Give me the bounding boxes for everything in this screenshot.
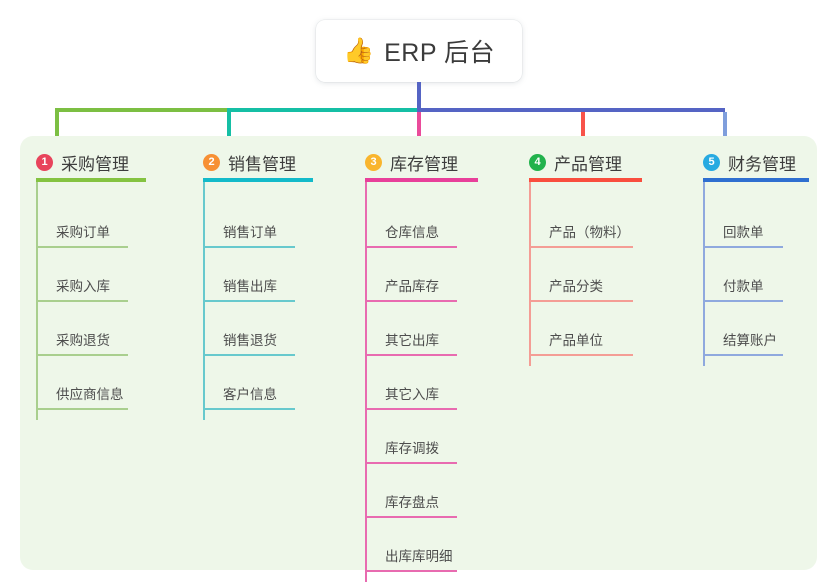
column-rule-product [529, 178, 642, 182]
list-item-rule [36, 354, 128, 356]
list-item[interactable]: 销售退货 [203, 310, 295, 364]
drop-product [581, 112, 585, 144]
list-item-label: 供应商信息 [56, 387, 124, 402]
list-item-rule [203, 354, 295, 356]
bus-teal [227, 108, 417, 112]
list-item-rule [365, 354, 457, 356]
list-item-label: 其它出库 [385, 333, 439, 348]
list-item[interactable]: 产品单位 [529, 310, 633, 364]
list-item[interactable]: 产品分类 [529, 256, 633, 310]
list-item-rule [203, 300, 295, 302]
column-header-product[interactable]: 4 产品管理 [529, 150, 622, 175]
diagram-panel [20, 136, 817, 570]
column-title-product: 产品管理 [554, 155, 622, 174]
list-item[interactable]: 结算账户 [703, 310, 783, 364]
list-item-rule [529, 354, 633, 356]
list-item-rule [529, 300, 633, 302]
list-item-label: 其它入库 [385, 387, 439, 402]
list-item-rule [36, 246, 128, 248]
column-badge-product: 4 [529, 154, 546, 171]
column-title-finance: 财务管理 [728, 155, 796, 174]
column-rule-finance [703, 178, 809, 182]
list-item-label: 产品（物料） [549, 225, 630, 240]
list-item-label: 销售订单 [223, 225, 277, 240]
list-item-rule [365, 300, 457, 302]
column-badge-purchase: 1 [36, 154, 53, 171]
column-header-finance[interactable]: 5 财务管理 [703, 150, 796, 175]
column-spine-product [529, 182, 531, 366]
bus-blue [417, 108, 725, 112]
list-item-rule [365, 246, 457, 248]
list-item-rule [203, 246, 295, 248]
list-item-label: 采购订单 [56, 225, 110, 240]
column-title-purchase: 采购管理 [61, 155, 129, 174]
list-item[interactable]: 产品库存 [365, 256, 457, 310]
root-node-card[interactable]: 👍 ERP 后台 [316, 20, 522, 82]
column-header-sales[interactable]: 2 销售管理 [203, 150, 296, 175]
drop-finance [723, 112, 727, 144]
list-item[interactable]: 销售订单 [203, 202, 295, 256]
list-item-label: 结算账户 [723, 333, 777, 348]
list-item-label: 仓库信息 [385, 225, 439, 240]
list-item[interactable]: 采购订单 [36, 202, 128, 256]
list-item-label: 销售出库 [223, 279, 277, 294]
list-item-label: 出库库明细 [385, 549, 453, 564]
list-item[interactable]: 采购入库 [36, 256, 128, 310]
list-item-rule [36, 408, 128, 410]
list-item[interactable]: 付款单 [703, 256, 783, 310]
list-item[interactable]: 仓库信息 [365, 202, 457, 256]
bus-green [55, 108, 227, 112]
column-header-purchase[interactable]: 1 采购管理 [36, 150, 129, 175]
root-stem-line [417, 82, 421, 112]
list-item-rule [529, 246, 633, 248]
column-rule-sales [203, 178, 313, 182]
list-item[interactable]: 库存调拨 [365, 418, 457, 472]
list-item[interactable]: 回款单 [703, 202, 783, 256]
list-item[interactable]: 供应商信息 [36, 364, 128, 418]
list-item-label: 产品单位 [549, 333, 603, 348]
column-spine-finance [703, 182, 705, 366]
column-badge-sales: 2 [203, 154, 220, 171]
list-item-label: 客户信息 [223, 387, 277, 402]
list-item-label: 回款单 [723, 225, 764, 240]
list-item-label: 产品库存 [385, 279, 439, 294]
column-title-sales: 销售管理 [228, 155, 296, 174]
list-item-rule [365, 516, 457, 518]
list-item-label: 销售退货 [223, 333, 277, 348]
column-badge-inventory: 3 [365, 154, 382, 171]
list-item-label: 采购退货 [56, 333, 110, 348]
list-item-label: 采购入库 [56, 279, 110, 294]
list-item-rule [203, 408, 295, 410]
list-item[interactable]: 采购退货 [36, 310, 128, 364]
column-rule-inventory [365, 178, 478, 182]
column-spine-inventory [365, 182, 367, 582]
list-item[interactable]: 客户信息 [203, 364, 295, 418]
list-item-rule [703, 354, 783, 356]
column-rule-purchase [36, 178, 146, 182]
list-item[interactable]: 出库库明细 [365, 526, 457, 580]
list-item[interactable]: 库存盘点 [365, 472, 457, 526]
thumbs-up-icon: 👍 [342, 36, 375, 65]
list-item-label: 库存盘点 [385, 495, 439, 510]
list-item-rule [703, 300, 783, 302]
list-item-rule [365, 570, 457, 572]
drop-purchase [55, 112, 59, 144]
list-item-rule [36, 300, 128, 302]
drop-sales [227, 112, 231, 144]
column-title-inventory: 库存管理 [390, 155, 458, 174]
list-item-rule [365, 408, 457, 410]
column-badge-finance: 5 [703, 154, 720, 171]
list-item-label: 付款单 [723, 279, 764, 294]
list-item-rule [703, 246, 783, 248]
column-header-inventory[interactable]: 3 库存管理 [365, 150, 458, 175]
root-title: ERP 后台 [384, 39, 496, 67]
list-item-label: 库存调拨 [385, 441, 439, 456]
list-item[interactable]: 产品（物料） [529, 202, 633, 256]
list-item[interactable]: 其它出库 [365, 310, 457, 364]
list-item[interactable]: 销售出库 [203, 256, 295, 310]
list-item-label: 产品分类 [549, 279, 603, 294]
list-item-rule [365, 462, 457, 464]
drop-inventory [417, 112, 421, 144]
list-item[interactable]: 其它入库 [365, 364, 457, 418]
